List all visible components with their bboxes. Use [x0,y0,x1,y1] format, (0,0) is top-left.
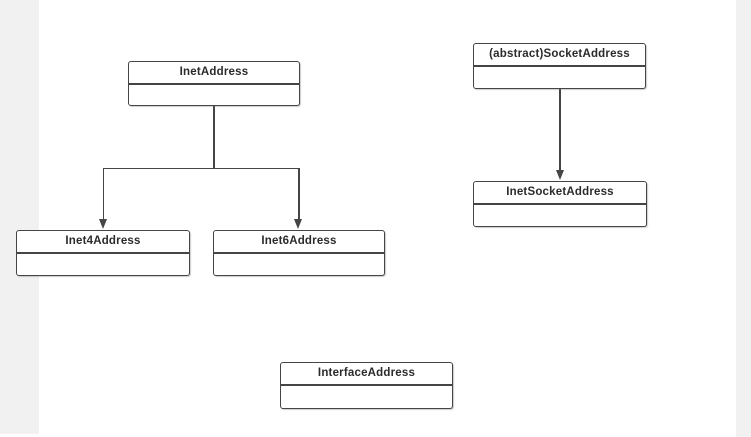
class-members-compartment [281,386,452,408]
edge-inetaddress-to-inet6address[interactable] [298,168,300,219]
class-name-label: InterfaceAddress [281,363,452,386]
class-node-socketaddress[interactable]: (abstract)SocketAddress [473,43,646,89]
edge-inetaddress-to-inet4address[interactable] [102,168,104,219]
class-node-inetaddress[interactable]: InetAddress [128,61,300,106]
class-node-inetsocketaddress[interactable]: InetSocketAddress [473,181,647,227]
class-members-compartment [474,67,645,88]
class-name-label: (abstract)SocketAddress [474,44,645,67]
edge-arrowhead-inet6address [294,219,303,229]
class-node-inet4address[interactable]: Inet4Address [16,230,190,276]
edge-arrowhead-inetsocketaddress [555,170,564,180]
class-members-compartment [474,205,646,226]
class-name-label: Inet6Address [214,231,384,254]
edge-inetaddress-trunk[interactable] [213,106,215,168]
class-name-label: Inet4Address [17,231,189,254]
class-node-interfaceaddress[interactable]: InterfaceAddress [280,362,453,409]
edge-arrowhead-inet4address [98,219,107,229]
class-name-label: InetSocketAddress [474,182,646,205]
class-members-compartment [214,254,384,275]
edge-inetaddress-branch-bar[interactable] [102,167,299,169]
class-members-compartment [17,254,189,275]
edge-socketaddress-to-inetsocketaddress[interactable] [559,89,561,170]
class-name-label: InetAddress [129,62,299,85]
canvas-left-gutter [0,0,39,434]
canvas-right-gutter [736,0,751,437]
class-node-inet6address[interactable]: Inet6Address [213,230,385,276]
class-members-compartment [129,85,299,105]
